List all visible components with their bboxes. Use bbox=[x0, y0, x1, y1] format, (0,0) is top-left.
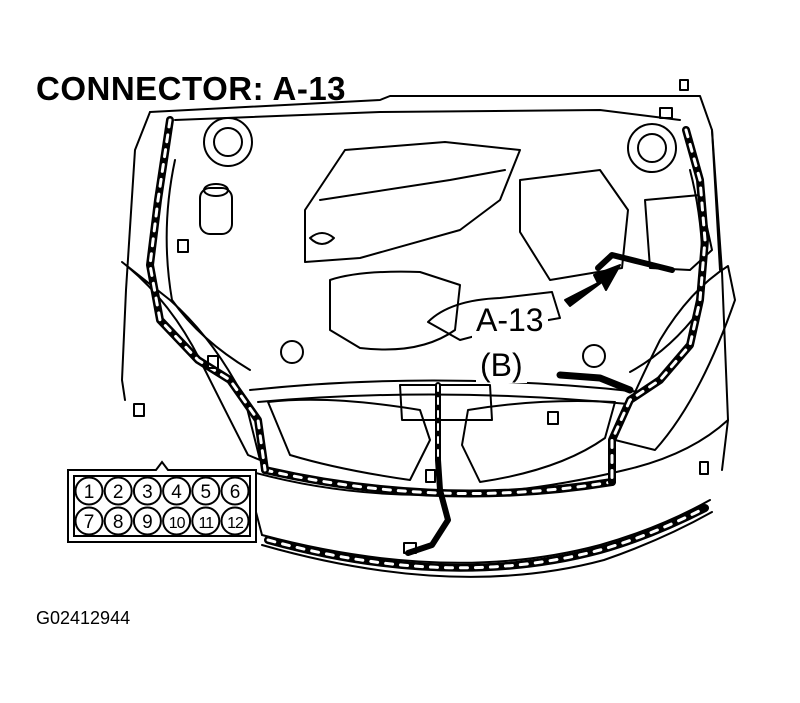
coolant-reservoir bbox=[199, 187, 233, 235]
connector-block-7 bbox=[133, 403, 145, 417]
fender-right bbox=[711, 129, 729, 471]
connector-pin bbox=[220, 506, 250, 536]
connector-pin bbox=[132, 476, 162, 506]
connector-pin-number: 9 bbox=[142, 512, 153, 533]
connector-pin bbox=[220, 476, 250, 506]
connector-pin-number: 12 bbox=[227, 515, 244, 532]
strut-tower-right-inner bbox=[637, 133, 667, 163]
connector-block-2 bbox=[207, 355, 219, 369]
bumper-upper bbox=[244, 419, 729, 496]
connector-pin bbox=[74, 506, 104, 536]
connector-pin bbox=[132, 506, 162, 536]
harness-front-main-dash bbox=[263, 468, 614, 496]
engine-cover-edge bbox=[319, 169, 506, 201]
harness-battery bbox=[556, 371, 634, 394]
hood-inner bbox=[174, 109, 681, 121]
wheelhouse-left bbox=[165, 159, 251, 371]
grille-right bbox=[461, 400, 616, 483]
battery bbox=[519, 169, 629, 281]
callout-connector-name: A-13 bbox=[472, 302, 548, 338]
connector-block-6 bbox=[699, 461, 709, 475]
connector-pin bbox=[162, 476, 192, 506]
engine-cover-cap bbox=[309, 232, 335, 245]
connector-pin bbox=[103, 506, 133, 536]
connector-title: CONNECTOR: A-13 bbox=[36, 70, 347, 107]
connector-pin-number: 10 bbox=[169, 515, 186, 532]
mount-right bbox=[582, 344, 606, 368]
strut-tower-left bbox=[203, 117, 253, 167]
connector-block-1 bbox=[177, 239, 189, 253]
connector-pin bbox=[191, 506, 221, 536]
harness-right bbox=[608, 126, 709, 486]
grille-left bbox=[267, 398, 431, 481]
connector-pin-number: 1 bbox=[84, 482, 95, 503]
connector-pin-number: 3 bbox=[142, 482, 153, 503]
harness-left-dash bbox=[148, 118, 267, 472]
connector-pin-number: 6 bbox=[230, 482, 241, 503]
callout-arrow bbox=[564, 264, 621, 307]
harness-connector-area bbox=[595, 252, 675, 273]
figure-id: G02412944 bbox=[36, 608, 131, 628]
harness-center bbox=[405, 382, 451, 556]
connector-block-5 bbox=[403, 542, 417, 554]
connector-pin bbox=[191, 476, 221, 506]
connector-pin bbox=[162, 506, 192, 536]
engine-cover bbox=[304, 141, 521, 263]
coolant-cap bbox=[203, 183, 229, 197]
connector-pin-number: 8 bbox=[113, 512, 124, 533]
harness-bumper-dash bbox=[266, 506, 707, 570]
connector-pin-number: 11 bbox=[198, 515, 214, 532]
connector-pin-number: 5 bbox=[201, 482, 212, 503]
connector-pin bbox=[74, 476, 104, 506]
connector-pin-number: 2 bbox=[113, 482, 124, 503]
headlight-left bbox=[121, 261, 261, 461]
grille-center bbox=[399, 384, 493, 421]
callout-connector-sub: (B) bbox=[476, 347, 527, 383]
radiator-support bbox=[249, 379, 641, 393]
intake-manifold bbox=[329, 270, 461, 351]
connector-pin-number: 7 bbox=[84, 512, 95, 533]
connector-pin-number: 4 bbox=[171, 482, 182, 503]
harness-right-dash bbox=[610, 128, 707, 484]
connector-pin bbox=[103, 476, 133, 506]
fender-left bbox=[121, 111, 151, 401]
connector-block-3 bbox=[547, 411, 559, 425]
connector-block-8 bbox=[679, 79, 689, 91]
strut-tower-right bbox=[627, 123, 677, 173]
bumper-bottom bbox=[261, 511, 713, 578]
strut-tower-left-inner bbox=[213, 127, 243, 157]
radiator-support-lower bbox=[257, 393, 629, 405]
bumper-lower bbox=[261, 499, 711, 564]
harness-left bbox=[146, 116, 269, 474]
connector-block-9 bbox=[659, 107, 673, 119]
mount-left bbox=[280, 340, 304, 364]
connector-block-4 bbox=[425, 469, 436, 483]
